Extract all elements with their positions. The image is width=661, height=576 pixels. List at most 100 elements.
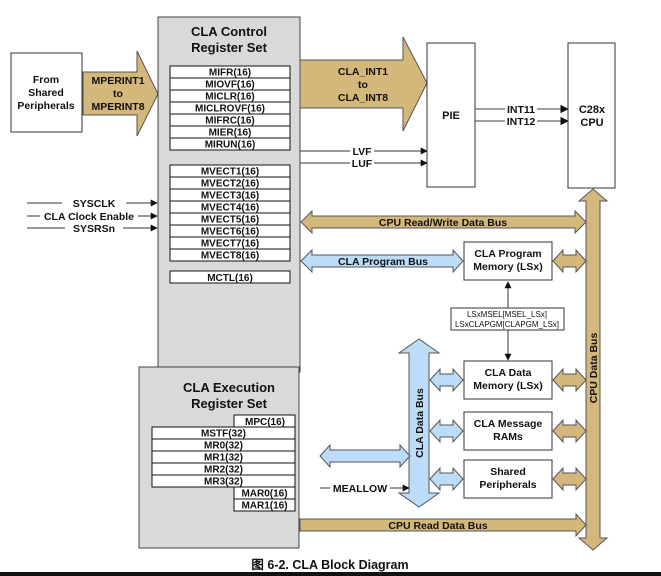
cpu-data-bus-link (552, 466, 587, 492)
input-signals: SYSCLK CLA Clock Enable SYSRSn (27, 197, 158, 235)
cla-control-register-set: CLA Control Register Set MIFR(16)MIOVF(1… (157, 16, 301, 373)
register-label: MVECT7(16) (201, 239, 259, 250)
control-set-title: CLA Control (191, 24, 267, 39)
source-line: From (33, 74, 59, 86)
from-shared-peripherals-block: From Shared Peripherals (10, 52, 83, 133)
page-bottom-border (0, 572, 661, 576)
register-label: MR2(32) (204, 465, 243, 476)
memory-label: Peripherals (479, 479, 536, 491)
mctl-register: MCTL(16) (207, 273, 253, 284)
c28x-cpu-block: C28x CPU (567, 42, 616, 189)
register-label: MAR1(16) (241, 501, 287, 512)
cla-data-bus-link (429, 418, 464, 444)
register-label: MVECT4(16) (201, 203, 259, 214)
mperint-label: MPERINT1 (91, 75, 144, 87)
register-label: MAR0(16) (241, 489, 287, 500)
lvf-signal: LVF (352, 146, 372, 158)
sysclk-signal: SYSCLK (73, 198, 116, 210)
memory-label: CLA Message (474, 418, 543, 430)
cpu-rw-bus-label: CPU Read/Write Data Bus (379, 217, 507, 229)
lsx-config-registers: LSxMSEL[MSEL_LSx] LSxCLAPGM[CLAPGM_LSx] (450, 307, 565, 331)
clock-enable-signal: CLA Clock Enable (44, 211, 134, 223)
cla-data-bus-link (429, 367, 464, 393)
cla-execution-register-set: CLA Execution Register Set MPC(16) MSTF(… (138, 366, 300, 549)
mperint-arrow: MPERINT1 to MPERINT8 (82, 50, 159, 137)
cla-int-label: CLA_INT8 (338, 92, 388, 104)
register-label: MVECT3(16) (201, 191, 259, 202)
wide-register-group: MSTF(32)MR0(32)MR1(32)MR2(32)MR3(32) (151, 426, 296, 488)
register-label: MIRUN(16) (205, 140, 256, 151)
register-box (233, 498, 296, 512)
lsxmsel-label: LSxMSEL[MSEL_LSx] (467, 310, 547, 319)
register-label: MSTF(32) (201, 429, 246, 440)
register-label: MIFR(16) (209, 68, 251, 79)
figure-caption: 图 6-2. CLA Block Diagram (251, 558, 408, 572)
source-line: Peripherals (17, 100, 74, 112)
register-label: MR1(32) (204, 453, 243, 464)
memory-label: CLA Data (485, 367, 532, 379)
interrupt-register-group: MIFR(16)MIOVF(16)MICLR(16)MICLROVF(16)MI… (169, 65, 291, 151)
cla-data-bus: CLA Data Bus (397, 338, 441, 508)
vector-register-group: MVECT1(16)MVECT2(16)MVECT3(16)MVECT4(16)… (169, 164, 291, 262)
register-label: MIFRC(16) (205, 116, 254, 127)
cla-program-bus: CLA Program Bus (300, 248, 464, 274)
int11-signal: INT11 (507, 104, 535, 116)
register-box (169, 137, 291, 151)
pie-label: PIE (442, 110, 460, 122)
lsxclapgm-label: LSxCLAPGM[CLAPGM_LSx] (455, 320, 559, 329)
register-box (169, 270, 291, 284)
register-label: MICLR(16) (205, 92, 254, 103)
cla-data-bus-link (429, 466, 464, 492)
cpu-data-bus: CPU Data Bus (577, 188, 609, 551)
register-label: MVECT1(16) (201, 167, 259, 178)
meallow-label: MEALLOW (333, 483, 387, 495)
int12-signal: INT12 (507, 116, 536, 128)
cla-data-bus-label: CLA Data Bus (414, 388, 426, 458)
register-label: MICLROVF(16) (195, 104, 265, 115)
cpu-data-bus-label: CPU Data Bus (588, 333, 600, 404)
register-label: MVECT5(16) (201, 215, 259, 226)
luf-signal: LUF (352, 158, 373, 170)
register-box (169, 248, 291, 262)
program-memory-cpu-link (552, 248, 587, 274)
cpu-data-bus-link (552, 418, 587, 444)
register-label: MR3(32) (204, 477, 243, 488)
sysrsn-signal: SYSRSn (73, 223, 115, 235)
cpu-label: CPU (580, 117, 603, 129)
cpu-label: C28x (579, 104, 606, 116)
pie-signals: LVF LUF (300, 145, 428, 170)
register-label: MIOVF(16) (205, 80, 254, 91)
register-label: MVECT6(16) (201, 227, 259, 238)
cpu-read-data-bus: CPU Read Data Bus (299, 512, 587, 538)
cla-program-memory: CLA Program Memory (LSx) (463, 241, 553, 281)
memory-label: Memory (LSx) (473, 380, 542, 392)
cpu-read-write-data-bus: CPU Read/Write Data Bus (300, 209, 587, 235)
cla-int-label: CLA_INT1 (338, 66, 388, 78)
pie-block: PIE (426, 42, 476, 188)
execution-set-title: CLA Execution (183, 380, 275, 395)
cpu-interrupt-lines: INT11 INT12 (475, 103, 569, 128)
program-memory-label: Memory (LSx) (473, 261, 542, 273)
mperint-label: MPERINT8 (91, 101, 144, 113)
memory-label: Shared (490, 466, 526, 478)
register-label: MR0(32) (204, 441, 243, 452)
execution-to-cla-bus-link (319, 443, 411, 469)
meallow-signal-line: MEALLOW (320, 482, 410, 495)
mpc-register: MPC(16) (245, 417, 285, 428)
cpu-read-bus-label: CPU Read Data Bus (388, 520, 487, 532)
register-label: MVECT8(16) (201, 251, 259, 262)
execution-set-title: Register Set (191, 396, 268, 411)
register-label: MVECT2(16) (201, 179, 259, 190)
source-line: Shared (28, 87, 64, 99)
control-set-title: Register Set (191, 40, 268, 55)
mperint-label: to (113, 88, 123, 100)
register-box (151, 474, 296, 488)
aux-register-group: MAR0(16)MAR1(16) (233, 486, 296, 512)
memory-label: RAMs (493, 431, 523, 443)
cla-int-arrow: CLA_INT1 to CLA_INT8 (299, 36, 428, 132)
